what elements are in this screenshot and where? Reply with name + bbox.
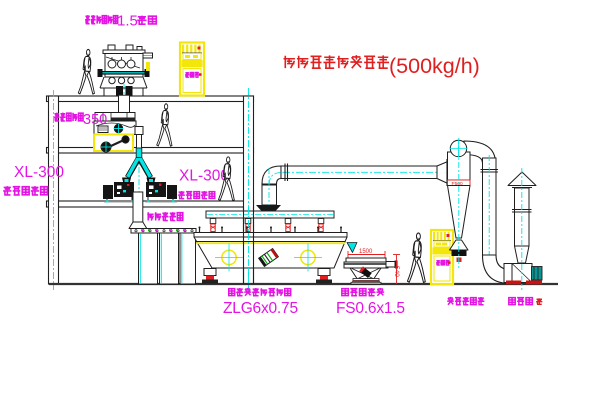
svg-text:1500: 1500 — [359, 249, 373, 255]
svg-text:P500: P500 — [452, 181, 464, 187]
svg-text:XL-300: XL-300 — [179, 168, 229, 185]
svg-text:1.5: 1.5 — [117, 13, 138, 30]
svg-text:350: 350 — [83, 112, 107, 128]
svg-text:(500kg/h): (500kg/h) — [389, 54, 480, 78]
svg-text:540: 540 — [393, 266, 400, 277]
svg-text:XL-300: XL-300 — [14, 164, 64, 181]
svg-text:FS0.6x1.5: FS0.6x1.5 — [336, 300, 405, 317]
svg-text:ZLG6x0.75: ZLG6x0.75 — [223, 300, 298, 317]
